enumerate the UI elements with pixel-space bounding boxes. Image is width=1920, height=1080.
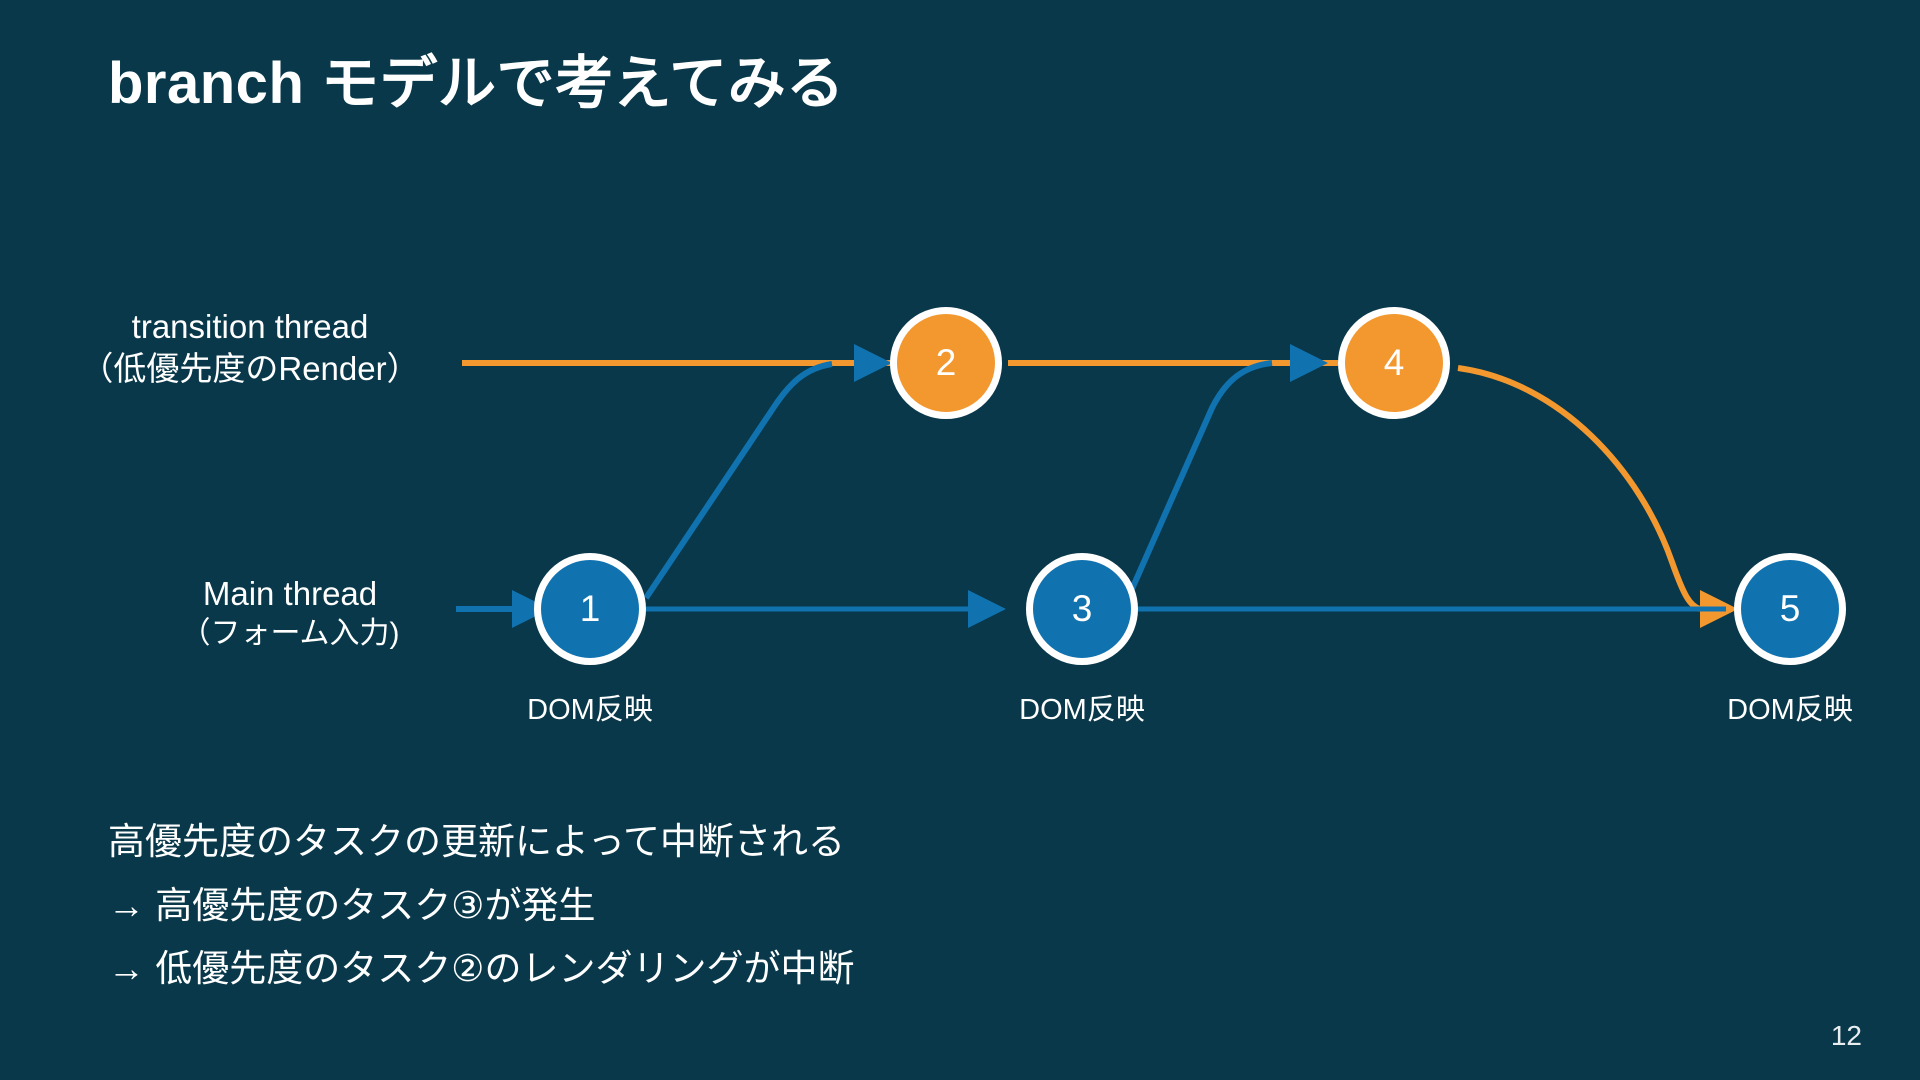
arrowhead-node-1-to-node-2 [854,344,892,382]
edge-node-3-to-node-4 [1125,360,1273,600]
main-thread-label-line2: （フォーム入力) [180,617,400,651]
explanation-block: 高優先度のタスクの更新によって中断される → 高優先度のタスク③が発生 → 低優… [108,810,1608,1001]
node-5[interactable]: 5 [1734,553,1846,665]
arrowhead-node-4-to-node-5 [1700,590,1738,628]
explanation-line-2: → 高優先度のタスク③が発生 [108,884,596,926]
node-3-label: 3 [1071,588,1093,629]
edge-node-4-to-node-5 [1457,365,1702,612]
transition-thread-label: transition thread （低優先度のRender） [40,306,460,390]
dom-label-node-5: DOM反映 [1727,694,1853,726]
node-4[interactable]: 4 [1338,307,1450,419]
node-1[interactable]: 1 [534,553,646,665]
page-number: 12 [1830,1020,1862,1051]
node-3[interactable]: 3 [1026,553,1138,665]
transition-thread-label-line2: （低優先度のRender） [80,350,420,388]
dom-label-node-1: DOM反映 [527,694,653,726]
page-title: branch モデルで考えてみる [108,51,845,116]
transition-thread-label-line1: transition thread [131,308,369,345]
explanation-line-3: → 低優先度のタスク②のレンダリングが中断 [108,948,855,990]
arrowhead-node-3-to-node-4 [1290,344,1328,382]
node-5-label: 5 [1779,588,1801,629]
arrowhead-node-1-to-node-3 [968,590,1006,628]
main-thread-label-line1: Main thread [202,575,378,612]
explanation-line-1: 高優先度のタスクの更新によって中断される [108,821,846,862]
node-2-label: 2 [935,342,957,383]
edge-node-1-to-node-2 [643,361,833,600]
main-thread-label: Main thread （フォーム入力) [120,573,460,654]
node-1-label: 1 [579,588,601,629]
dom-label-node-3: DOM反映 [1019,694,1145,726]
node-4-label: 4 [1383,342,1405,383]
node-2[interactable]: 2 [890,307,1002,419]
